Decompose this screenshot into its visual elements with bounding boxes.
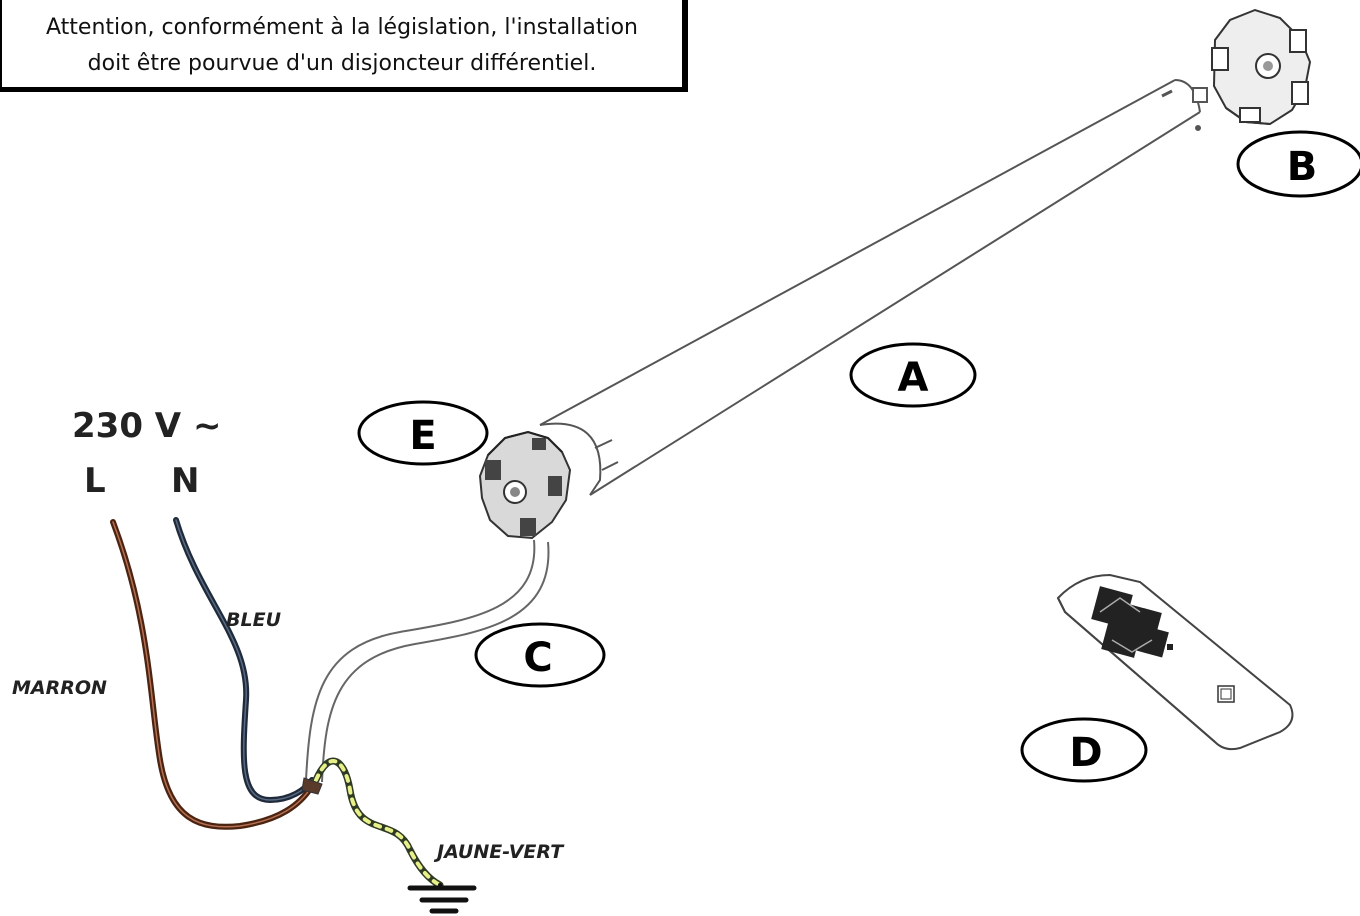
earth-wire-label: JAUNE-VERT xyxy=(433,841,565,863)
callout-b-label: B xyxy=(1287,144,1318,190)
supply-voltage-label: 230 V ~ xyxy=(72,406,221,446)
callout-d-label: D xyxy=(1069,730,1102,776)
callout-b: B xyxy=(1236,130,1360,198)
ground-symbol xyxy=(407,883,477,914)
callout-e: E xyxy=(357,400,489,466)
remote-logo xyxy=(1217,685,1235,703)
brown-wire-label: MARRON xyxy=(12,677,107,699)
warning-line-1: Attention, conformément à la législation… xyxy=(46,14,638,40)
crown-adapter xyxy=(478,430,572,540)
brown-wire xyxy=(110,519,315,830)
callout-a-label: A xyxy=(898,355,929,401)
tubular-motor xyxy=(539,79,1208,496)
live-terminal-label: L xyxy=(84,461,106,501)
callout-c-label: C xyxy=(523,635,552,681)
motor-cable xyxy=(305,539,550,783)
blue-wire-label: BLEU xyxy=(226,609,282,631)
callout-a: A xyxy=(849,342,977,408)
callout-e-label: E xyxy=(409,413,436,459)
supply-wires xyxy=(110,517,444,889)
remote-keypad xyxy=(1091,586,1169,658)
warning-line-2: doit être pourvue d'un disjoncteur diffé… xyxy=(87,50,597,76)
neutral-terminal-label: N xyxy=(171,461,199,501)
drive-wheel xyxy=(1211,8,1312,126)
remote-control xyxy=(1056,573,1294,751)
callout-d: D xyxy=(1020,717,1148,783)
remote-led xyxy=(1167,644,1173,650)
callout-c: C xyxy=(474,622,606,688)
warning-notice: Attention, conformément à la législation… xyxy=(0,0,688,92)
